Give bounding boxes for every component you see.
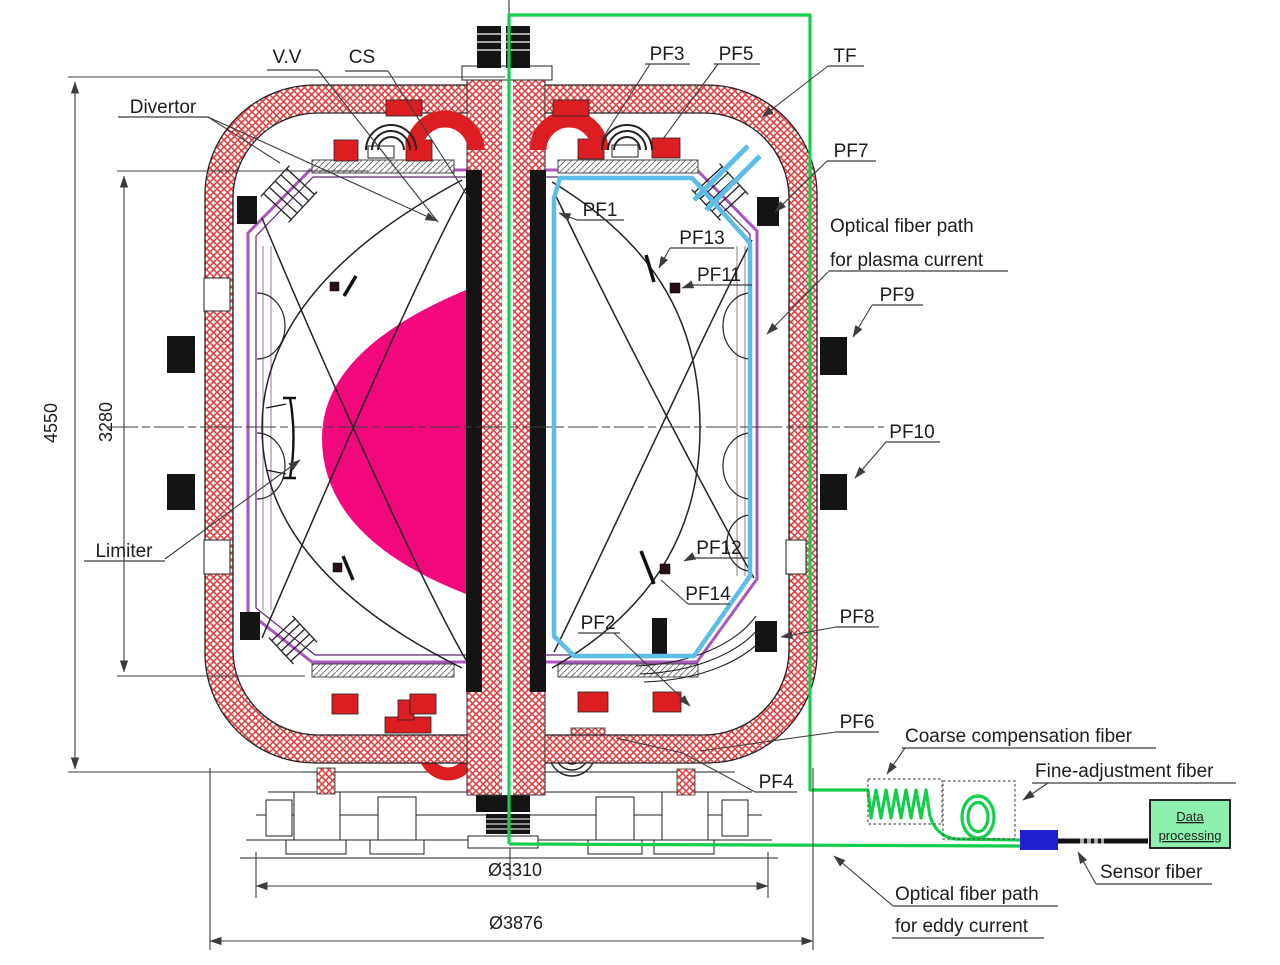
- magnetic-field-lines: [261, 179, 755, 669]
- label-plasma-path-2: for plasma current: [830, 250, 984, 271]
- fine-adjustment-box: [942, 780, 1016, 840]
- left-outer-coil-upper: [167, 336, 195, 373]
- label-pf4: PF4: [759, 772, 794, 793]
- label-tf: TF: [833, 46, 856, 67]
- vacuum-vessel: [246, 159, 759, 678]
- data-processing-label-1: Data: [1176, 809, 1204, 824]
- label-pf11: PF11: [697, 265, 741, 286]
- pf-coils-outer: [167, 196, 847, 654]
- central-solenoid: [365, 0, 653, 796]
- label-pf9: PF9: [880, 285, 915, 306]
- pf11-sensor: [669, 282, 681, 294]
- label-pf2: PF2: [581, 613, 616, 634]
- label-plasma-path-1: Optical fiber path: [830, 216, 974, 237]
- label-pf12: PF12: [696, 538, 741, 559]
- label-pf1: PF1: [583, 200, 618, 221]
- label-vv: V.V: [273, 47, 302, 68]
- pf9-coil: [820, 337, 847, 375]
- pf10-coil: [820, 474, 847, 510]
- label-coarse-fiber: Coarse compensation fiber: [905, 726, 1133, 747]
- dimension-lines: [68, 76, 884, 950]
- data-processing-label-2: processing: [1159, 828, 1222, 843]
- label-cs: CS: [349, 47, 375, 68]
- divertor-cassette-top-left: [260, 165, 318, 223]
- dim-inner-diameter: Ø3310: [488, 860, 542, 880]
- optical-fiber-paths: [507, 13, 1231, 850]
- text-labels: V.V CS Divertor Limiter TF PF3 PF5 PF7 P…: [41, 44, 1221, 937]
- dim-vessel-height: 3280: [96, 402, 116, 442]
- fiber-connector: [1020, 830, 1058, 850]
- pf7-coil: [757, 197, 779, 226]
- data-processing-box: [1149, 799, 1231, 849]
- plasma-region: [322, 290, 466, 594]
- plasma-current-fiber-path: [507, 13, 1021, 844]
- label-pf6: PF6: [840, 712, 875, 733]
- leader-lines: [84, 63, 1236, 939]
- pf12-sensor: [659, 563, 671, 575]
- label-fine-fiber: Fine-adjustment fiber: [1035, 761, 1214, 782]
- fiber-feedthrough-pipes: [692, 144, 762, 212]
- coarse-compensation-box: [867, 778, 943, 825]
- tf-coil-ring: [203, 84, 818, 764]
- left-outer-coil-lower: [167, 474, 195, 510]
- eddy-current-fiber-path: [508, 842, 1021, 848]
- label-eddy-path-1: Optical fiber path: [895, 884, 1039, 905]
- label-pf3: PF3: [650, 44, 685, 65]
- magnetic-sensors: [329, 254, 681, 585]
- divertor-cassette-bottom-left: [268, 615, 318, 665]
- label-pf5: PF5: [719, 44, 754, 65]
- label-sensor-fiber: Sensor fiber: [1100, 862, 1203, 883]
- label-pf8: PF8: [840, 607, 875, 628]
- label-eddy-path-2: for eddy current: [895, 916, 1029, 937]
- label-pf14: PF14: [685, 584, 731, 605]
- dim-outer-diameter: Ø3876: [489, 913, 543, 933]
- label-pf10: PF10: [889, 422, 934, 443]
- fine-adjustment-loop: [960, 794, 996, 840]
- label-limiter: Limiter: [95, 541, 153, 562]
- pf8-coil: [755, 621, 777, 652]
- label-pf13: PF13: [679, 228, 724, 249]
- label-pf7: PF7: [834, 141, 869, 162]
- dim-total-height: 4550: [41, 403, 61, 443]
- label-divertor: Divertor: [130, 97, 197, 118]
- in-vessel-fiber-conduit: [551, 144, 762, 659]
